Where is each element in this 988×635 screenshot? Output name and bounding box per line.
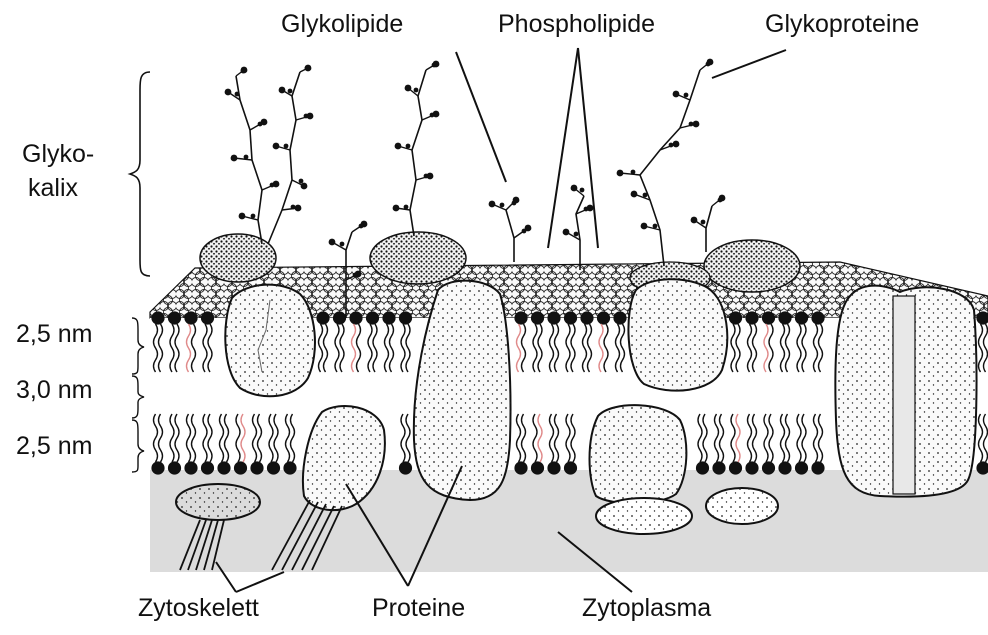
channel-pore — [893, 296, 915, 494]
head-group-inner — [745, 461, 758, 474]
head-group-inner — [547, 461, 560, 474]
head-group-inner — [795, 461, 808, 474]
head-group-inner — [762, 461, 775, 474]
label-thickness-bottom: 2,5 nm — [16, 432, 92, 460]
head-group-outer — [201, 311, 214, 324]
head-group-outer — [811, 311, 824, 324]
head-group-outer — [151, 311, 164, 324]
thickness-brace-top — [132, 318, 144, 374]
label-zytoskelett: Zytoskelett — [138, 594, 259, 622]
head-group-inner — [712, 461, 725, 474]
head-group-outer — [514, 311, 527, 324]
head-group-outer — [778, 311, 791, 324]
label-glykokalix-line1: Glyko- — [22, 140, 94, 168]
head-group-inner — [184, 461, 197, 474]
head-group-inner — [696, 461, 709, 474]
label-thickness-middle: 3,0 nm — [16, 376, 92, 404]
glycokalix-brace — [130, 72, 150, 276]
label-thickness-top: 2,5 nm — [16, 320, 92, 348]
head-group-outer — [795, 311, 808, 324]
surface-protein-1 — [200, 234, 276, 282]
head-group-inner — [811, 461, 824, 474]
label-proteine: Proteine — [372, 594, 465, 622]
head-group-inner — [168, 461, 181, 474]
head-group-inner — [564, 461, 577, 474]
head-group-outer — [729, 311, 742, 324]
head-group-outer — [613, 311, 626, 324]
head-group-inner — [729, 461, 742, 474]
head-group-outer — [745, 311, 758, 324]
head-group-inner — [201, 461, 214, 474]
head-group-inner — [250, 461, 263, 474]
surface-protein-3 — [704, 240, 800, 292]
head-group-inner — [514, 461, 527, 474]
label-glykoproteine: Glykoproteine — [765, 10, 919, 38]
label-glykokalix-line2: kalix — [28, 174, 78, 202]
head-group-outer — [366, 311, 379, 324]
head-group-inner — [151, 461, 164, 474]
head-group-outer — [580, 311, 593, 324]
head-group-outer — [382, 311, 395, 324]
label-glykolipide: Glykolipide — [281, 10, 403, 38]
head-group-outer — [168, 311, 181, 324]
head-group-inner — [531, 461, 544, 474]
head-group-outer — [597, 311, 610, 324]
label-zytoplasma: Zytoplasma — [582, 594, 711, 622]
head-group-outer — [547, 311, 560, 324]
thickness-brace-bottom — [132, 420, 144, 472]
head-group-inner — [217, 461, 230, 474]
head-group-inner — [267, 461, 280, 474]
head-group-outer — [333, 311, 346, 324]
peripheral-protein-1 — [176, 484, 260, 520]
head-group-outer — [184, 311, 197, 324]
head-group-outer — [564, 311, 577, 324]
head-group-outer — [316, 311, 329, 324]
thickness-brace-middle — [132, 376, 144, 418]
head-group-inner — [234, 461, 247, 474]
head-group-outer — [531, 311, 544, 324]
head-group-outer — [762, 311, 775, 324]
head-group-inner — [283, 461, 296, 474]
label-phospholipide: Phospholipide — [498, 10, 655, 38]
head-group-inner — [778, 461, 791, 474]
surface-protein-2 — [370, 232, 466, 284]
head-group-inner — [399, 461, 412, 474]
head-group-outer — [399, 311, 412, 324]
head-group-outer — [349, 311, 362, 324]
